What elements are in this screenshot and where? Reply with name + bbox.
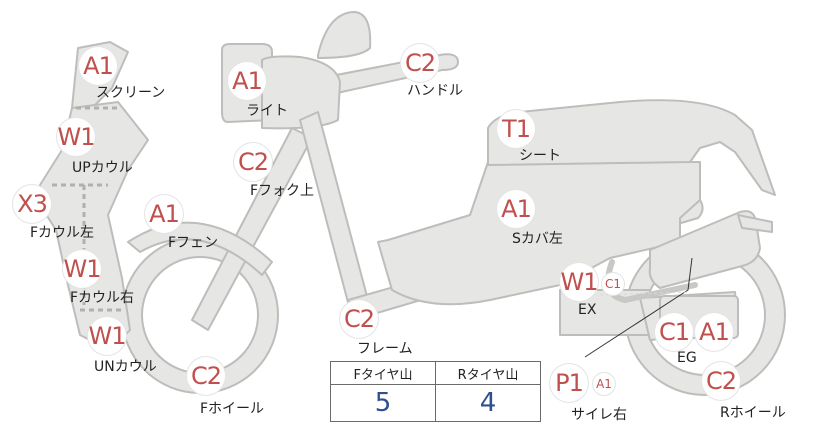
grade-badge-engine: C1 <box>655 313 693 351</box>
tire-table-value-front: 5 <box>330 384 436 422</box>
grade-badge-r-wheel: C2 <box>702 362 740 400</box>
part-label-muffler-right: サイレ右 <box>571 407 627 423</box>
part-label-f-cowl-left: Fカウル左 <box>30 225 95 241</box>
part-label-f-fork-upper: Fフォク上 <box>250 183 315 199</box>
part-label-exhaust: EX <box>578 302 597 318</box>
grade-badge-frame: C2 <box>340 300 378 338</box>
part-label-s-cover-left: Sカバ左 <box>512 231 563 247</box>
part-label-handle: ハンドル <box>407 83 463 99</box>
part-label-r-wheel: Rホイール <box>720 405 786 421</box>
part-label-light: ライト <box>246 103 288 119</box>
tire-table-header-row: Fタイヤ山 Rタイヤ山 <box>330 361 541 385</box>
seat-cover <box>377 161 701 306</box>
muffler-stay <box>737 214 773 233</box>
grade-badge-seat: T1 <box>497 110 535 148</box>
part-label-f-wheel: Fホイール <box>200 401 265 417</box>
grade-badge-handle: C2 <box>401 44 439 82</box>
tire-table-value-rear: 4 <box>435 384 541 422</box>
grade-badge-f-cowl-right: W1 <box>63 250 102 288</box>
grade-badge-screen: A1 <box>79 47 117 85</box>
part-label-f-cowl-right: Fカウル右 <box>70 290 135 306</box>
grade-badge-f-wheel: C2 <box>187 357 225 395</box>
grade-badge-engine-secondary: A1 <box>695 313 733 351</box>
mirror <box>317 11 372 59</box>
part-label-screen: スクリーン <box>96 85 166 101</box>
part-label-up-cowl: UPカウル <box>72 160 133 176</box>
part-label-f-fender: Fフェン <box>168 235 219 251</box>
part-label-seat: シート <box>519 148 561 164</box>
grade-badge-f-fender: A1 <box>145 195 183 233</box>
tire-table-header-front: Fタイヤ山 <box>330 361 436 385</box>
grade-badge-s-cover-left: A1 <box>497 190 535 228</box>
grade-badge-muffler-right-secondary: A1 <box>593 373 615 395</box>
grade-badge-f-fork-upper: C2 <box>234 143 272 181</box>
grade-badge-up-cowl: W1 <box>57 118 96 156</box>
grade-badge-exhaust: W1 <box>560 263 599 301</box>
part-label-frame: フレーム <box>357 341 413 357</box>
frame-tube <box>299 111 369 311</box>
grade-badge-exhaust-secondary: C1 <box>602 273 624 295</box>
tire-table-header-rear: Rタイヤ山 <box>435 361 541 385</box>
grade-badge-light: A1 <box>228 62 266 100</box>
tire-table-value-row: 5 4 <box>330 384 541 422</box>
muffler <box>648 210 761 289</box>
grade-badge-under-cowl: W1 <box>88 317 127 355</box>
grade-badge-muffler-right: P1 <box>550 364 588 402</box>
head-shell <box>261 55 341 130</box>
tire-tread-table: Fタイヤ山 Rタイヤ山 5 4 <box>330 361 541 422</box>
part-label-under-cowl: UNカウル <box>94 359 157 375</box>
grade-badge-f-cowl-left: X3 <box>13 185 51 223</box>
part-label-engine: EG <box>677 350 697 366</box>
